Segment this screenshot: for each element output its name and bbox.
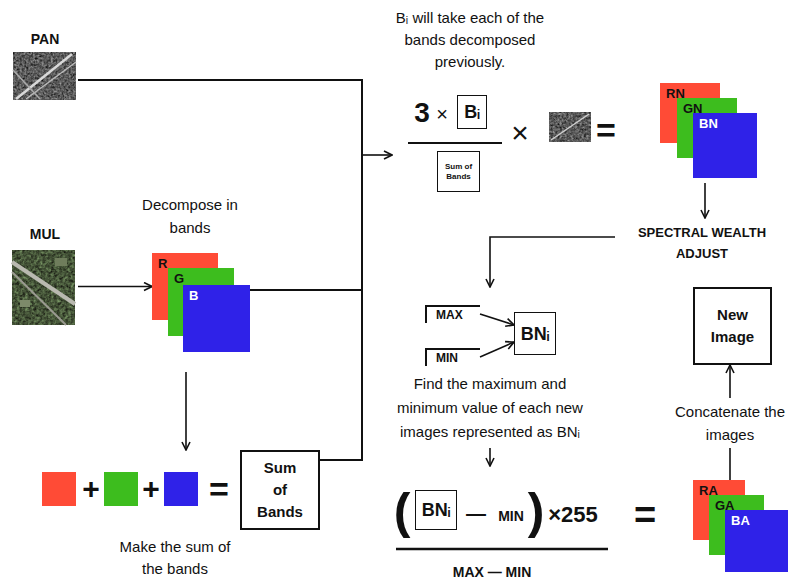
minus-sign: — <box>466 502 486 524</box>
fraction-bar <box>396 548 608 551</box>
equals-sign: = <box>209 471 229 507</box>
node-text: BA <box>731 513 750 529</box>
minus-sign: — <box>466 502 486 524</box>
formula-box: Sum of Bands <box>437 151 480 192</box>
fraction-bar <box>408 142 502 144</box>
step-note: Find the maximum and minimum value of ea… <box>390 372 590 444</box>
step-note: Bᵢ will take each of the bands decompose… <box>380 7 560 73</box>
node-text: PAN <box>31 30 60 48</box>
result-box: New Image <box>693 287 772 365</box>
flow-arrow <box>362 154 392 156</box>
formula-term: ×255 <box>548 503 598 527</box>
image-panel: MUL <box>12 225 78 327</box>
formula-term: ×255 <box>548 503 598 527</box>
step-note: Decompose in bands <box>135 193 245 239</box>
road-line <box>551 114 589 140</box>
road-line <box>16 54 72 99</box>
formula-box: Bᵢ <box>457 95 487 129</box>
times-sign: × <box>511 117 529 149</box>
plus-sign: + <box>82 472 100 506</box>
equals-sign: = <box>209 471 229 507</box>
arrow-connector <box>78 286 152 288</box>
node-text: MIN <box>436 351 458 366</box>
arrow-connector <box>480 314 514 325</box>
band-square: BA <box>725 510 788 572</box>
road-line <box>12 272 66 325</box>
equals-sign: = <box>634 495 656 535</box>
plus-sign: + <box>142 472 160 506</box>
formula-term: MAX — MIN <box>453 564 532 580</box>
edge-label: Concatenate the images <box>670 398 790 448</box>
formula-box: BNᵢ <box>514 312 556 355</box>
field-patch <box>55 258 67 266</box>
times-sign: × <box>436 103 448 125</box>
node-text: MAX <box>436 308 463 323</box>
equals-sign: = <box>596 112 616 148</box>
mul-image <box>12 250 75 325</box>
flow-arrow <box>185 372 187 450</box>
formula-number: 3 <box>414 98 430 128</box>
node-text: MUL <box>30 225 60 243</box>
node-text: BN <box>699 116 718 132</box>
formula-term: MAX — MIN <box>453 564 532 580</box>
edge-label-text: Concatenate the images <box>670 400 790 446</box>
road-line <box>12 262 75 304</box>
sum-box: Sum of Bands <box>240 450 320 530</box>
times-sign: × <box>436 103 448 125</box>
bracket-label: MAX <box>425 305 480 323</box>
node-text: Sum of Bands <box>444 162 473 182</box>
flow-line <box>78 79 362 81</box>
plus-sign: + <box>142 472 160 506</box>
flow-arrow <box>490 237 615 287</box>
formula-term: MIN <box>498 508 524 524</box>
step-title: SPECTRAL WEALTH ADJUST <box>627 222 777 264</box>
node-text: BNᵢ <box>422 499 451 521</box>
step-note: Bᵢ will take each of the bands decompose… <box>380 7 560 73</box>
road-line <box>13 70 40 99</box>
plus-sign: + <box>82 472 100 506</box>
field-patch <box>20 300 30 307</box>
step-note: Decompose in bands <box>135 193 245 239</box>
image-panel: PAN <box>12 30 78 102</box>
flow-line <box>320 459 362 461</box>
pan-image <box>13 52 76 100</box>
arrow-connector <box>480 342 514 357</box>
parenthesis: ( <box>394 485 411 537</box>
parenthesis: ) <box>528 485 545 537</box>
step-note: Make the sum of the bands <box>115 536 235 580</box>
formula-box: BNᵢ <box>415 490 457 530</box>
band-square: BN <box>693 113 757 178</box>
formula-term: MIN <box>498 508 524 524</box>
green-swatch <box>104 472 138 506</box>
node-text: R <box>158 256 167 272</box>
red-swatch <box>42 472 76 506</box>
road-line <box>26 62 76 99</box>
node-text: B <box>189 288 198 304</box>
step-note: Make the sum of the bands <box>115 536 235 580</box>
flow-line <box>250 289 362 291</box>
flow-line <box>361 79 363 461</box>
node-text: Sum of Bands <box>255 457 305 523</box>
node-text: Bᵢ <box>464 101 480 123</box>
node-text: New Image <box>699 304 766 348</box>
equals-sign: = <box>634 495 656 535</box>
equals-sign: = <box>596 112 616 148</box>
band-square: B <box>183 285 250 352</box>
node-text: BNᵢ <box>521 323 550 345</box>
pan-image <box>549 112 591 142</box>
step-note: Find the maximum and minimum value of ea… <box>390 372 590 444</box>
times-sign: × <box>511 117 529 149</box>
step-title: SPECTRAL WEALTH ADJUST <box>627 222 777 264</box>
parenthesis: ( <box>394 485 411 537</box>
parenthesis: ) <box>528 485 545 537</box>
bracket-label: MIN <box>425 348 480 366</box>
flow-arrow <box>489 448 491 466</box>
formula-number: 3 <box>414 98 430 128</box>
blue-swatch <box>164 472 198 506</box>
flow-arrow <box>704 183 706 218</box>
